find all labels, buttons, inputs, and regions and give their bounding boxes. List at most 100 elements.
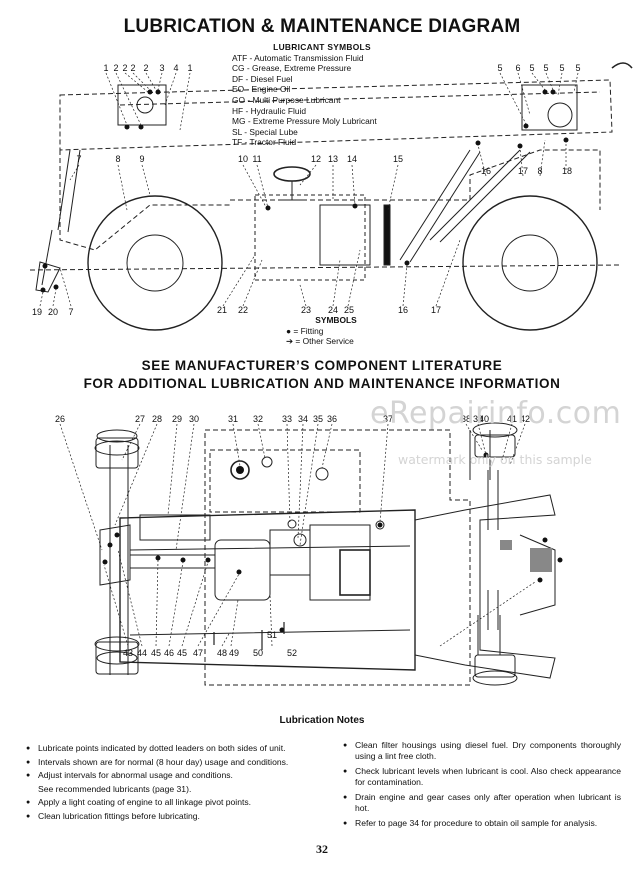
legend-item: GO - Multi Purpose Lubricant bbox=[232, 94, 341, 105]
callout: 1 bbox=[103, 63, 108, 73]
callout: 32 bbox=[253, 414, 263, 424]
callout: 6 bbox=[515, 63, 520, 73]
callout: 30 bbox=[189, 414, 199, 424]
callout: 35 bbox=[313, 414, 323, 424]
callout: 4 bbox=[173, 63, 178, 73]
callout: 51 bbox=[267, 630, 277, 640]
side-view-diagram: 1 2 2 2 2 3 4 1 5 6 5 5 5 5 7 8 9 10 11 … bbox=[29, 62, 633, 331]
callout: 40 bbox=[479, 414, 489, 424]
legend-item: SL - Special Lube bbox=[232, 126, 298, 137]
note-item: See recommended lubricants (page 31). bbox=[38, 783, 192, 794]
legend-heading: LUBRICANT SYMBOLS bbox=[273, 42, 371, 52]
fitting-label: = Fitting bbox=[293, 325, 324, 336]
symbols-heading: SYMBOLS bbox=[315, 315, 357, 325]
callout: 46 bbox=[164, 648, 174, 658]
callout: 5 bbox=[543, 63, 548, 73]
callout: 17 bbox=[431, 305, 441, 315]
bullet-icon: ● bbox=[26, 799, 31, 806]
callout: 7 bbox=[68, 307, 73, 317]
callout: 26 bbox=[55, 414, 65, 424]
callout: 5 bbox=[559, 63, 564, 73]
callout: 12 bbox=[311, 154, 321, 164]
callout: 41 bbox=[507, 414, 517, 424]
bullet-icon: ● bbox=[26, 758, 31, 766]
bullet-icon: ● bbox=[26, 745, 31, 752]
page-title: LUBRICATION & MAINTENANCE DIAGRAM bbox=[123, 16, 521, 37]
watermark-sample: watermark only on this sample bbox=[398, 452, 592, 467]
callout: 29 bbox=[172, 414, 182, 424]
callout: 38 bbox=[461, 414, 471, 424]
callout: 3 bbox=[159, 63, 164, 73]
callout: 5 bbox=[497, 63, 502, 73]
callout: 2 bbox=[113, 63, 118, 73]
subheading-line1: SEE MANUFACTURER’S COMPONENT LITERATURE bbox=[141, 358, 503, 373]
callout: 33 bbox=[282, 414, 292, 424]
callout: 19 bbox=[32, 307, 42, 317]
callout: 17 bbox=[518, 166, 528, 176]
page-number: 32 bbox=[316, 842, 328, 856]
notes-title: Lubrication Notes bbox=[279, 715, 365, 726]
callout: 16 bbox=[481, 166, 491, 176]
callout: 31 bbox=[228, 414, 238, 424]
bullet-icon: ● bbox=[343, 742, 348, 749]
note-item: ●Clean lubrication fittings before lubri… bbox=[26, 810, 200, 821]
note-item: ●Drain engine and gear cases only after … bbox=[343, 792, 621, 813]
callout: 24 bbox=[328, 305, 338, 315]
callout: 43 bbox=[123, 648, 133, 658]
bullet-icon: ● bbox=[26, 812, 31, 820]
note-item: ●Apply a light coating of engine to all … bbox=[26, 797, 252, 807]
bullet-icon: ● bbox=[343, 794, 348, 801]
lubricant-symbols-legend: LUBRICANT SYMBOLS ATF - Automatic Transm… bbox=[232, 42, 412, 148]
bullet-icon: ● bbox=[343, 768, 348, 775]
callout: 34 bbox=[298, 414, 308, 424]
callout: 22 bbox=[238, 305, 248, 315]
other-service-arrow-icon: ➔ bbox=[286, 336, 294, 346]
callout: 18 bbox=[562, 166, 572, 176]
callout: 15 bbox=[393, 154, 403, 164]
callout: 37 bbox=[383, 414, 393, 424]
callout: 2 bbox=[130, 63, 135, 73]
callout: 45 bbox=[177, 648, 187, 658]
fitting-dot-icon: ● bbox=[286, 325, 292, 336]
callout: 47 bbox=[193, 648, 203, 658]
callout: 2 bbox=[143, 63, 148, 73]
callout: 50 bbox=[253, 648, 263, 658]
callout: 52 bbox=[287, 648, 297, 658]
callout: 13 bbox=[328, 154, 338, 164]
note-item: ●Clean filter housings using diesel fuel… bbox=[343, 740, 621, 761]
callout: 5 bbox=[529, 63, 534, 73]
note-item: ●Lubricate points indicated by dotted le… bbox=[26, 743, 286, 753]
note-item: ●Check lubricant levels when lubricant i… bbox=[343, 766, 621, 787]
callout: 39 bbox=[473, 414, 483, 424]
bullet-icon: ● bbox=[343, 820, 348, 827]
callout: 10 bbox=[238, 154, 248, 164]
legend-item: ATF - Automatic Transmission Fluid bbox=[232, 52, 364, 63]
legend-item: TF - Tractor Fluid bbox=[232, 137, 297, 148]
callout: 8 bbox=[115, 154, 120, 164]
legend-item: MG - Extreme Pressure Moly Lubricant bbox=[232, 116, 377, 127]
note-item: ●Refer to page 34 for procedure to obtai… bbox=[343, 818, 598, 828]
callout: 5 bbox=[575, 63, 580, 73]
callout: 20 bbox=[48, 307, 58, 317]
notes-right-column: ●Clean filter housings using diesel fuel… bbox=[343, 740, 621, 832]
bullet-icon: ● bbox=[26, 772, 31, 779]
callout: 25 bbox=[344, 305, 354, 315]
callout: 1 bbox=[187, 63, 192, 73]
callout: 8 bbox=[537, 166, 542, 176]
callout: 28 bbox=[152, 414, 162, 424]
legend-item: DF - Diesel Fuel bbox=[232, 73, 293, 84]
callout: 45 bbox=[151, 648, 161, 658]
symbols-key: SYMBOLS ● = Fitting ➔ = Other Service bbox=[276, 315, 396, 347]
callout: 21 bbox=[217, 305, 227, 315]
callout: 42 bbox=[520, 414, 530, 424]
callout: 11 bbox=[252, 154, 261, 164]
callout: 49 bbox=[229, 648, 239, 658]
note-item: ●Intervals shown are for normal (8 hour … bbox=[26, 756, 289, 767]
legend-item: CG - Grease, Extreme Pressure bbox=[232, 63, 352, 74]
callout: 27 bbox=[135, 414, 145, 424]
callout: 9 bbox=[139, 154, 144, 164]
watermark-logo: eRepairinfo.com bbox=[370, 396, 622, 431]
legend-item: EO - Engine Oil bbox=[232, 84, 291, 95]
note-item: ●Adjust intervals for abnormal usage and… bbox=[26, 770, 233, 780]
callout: 36 bbox=[327, 414, 337, 424]
